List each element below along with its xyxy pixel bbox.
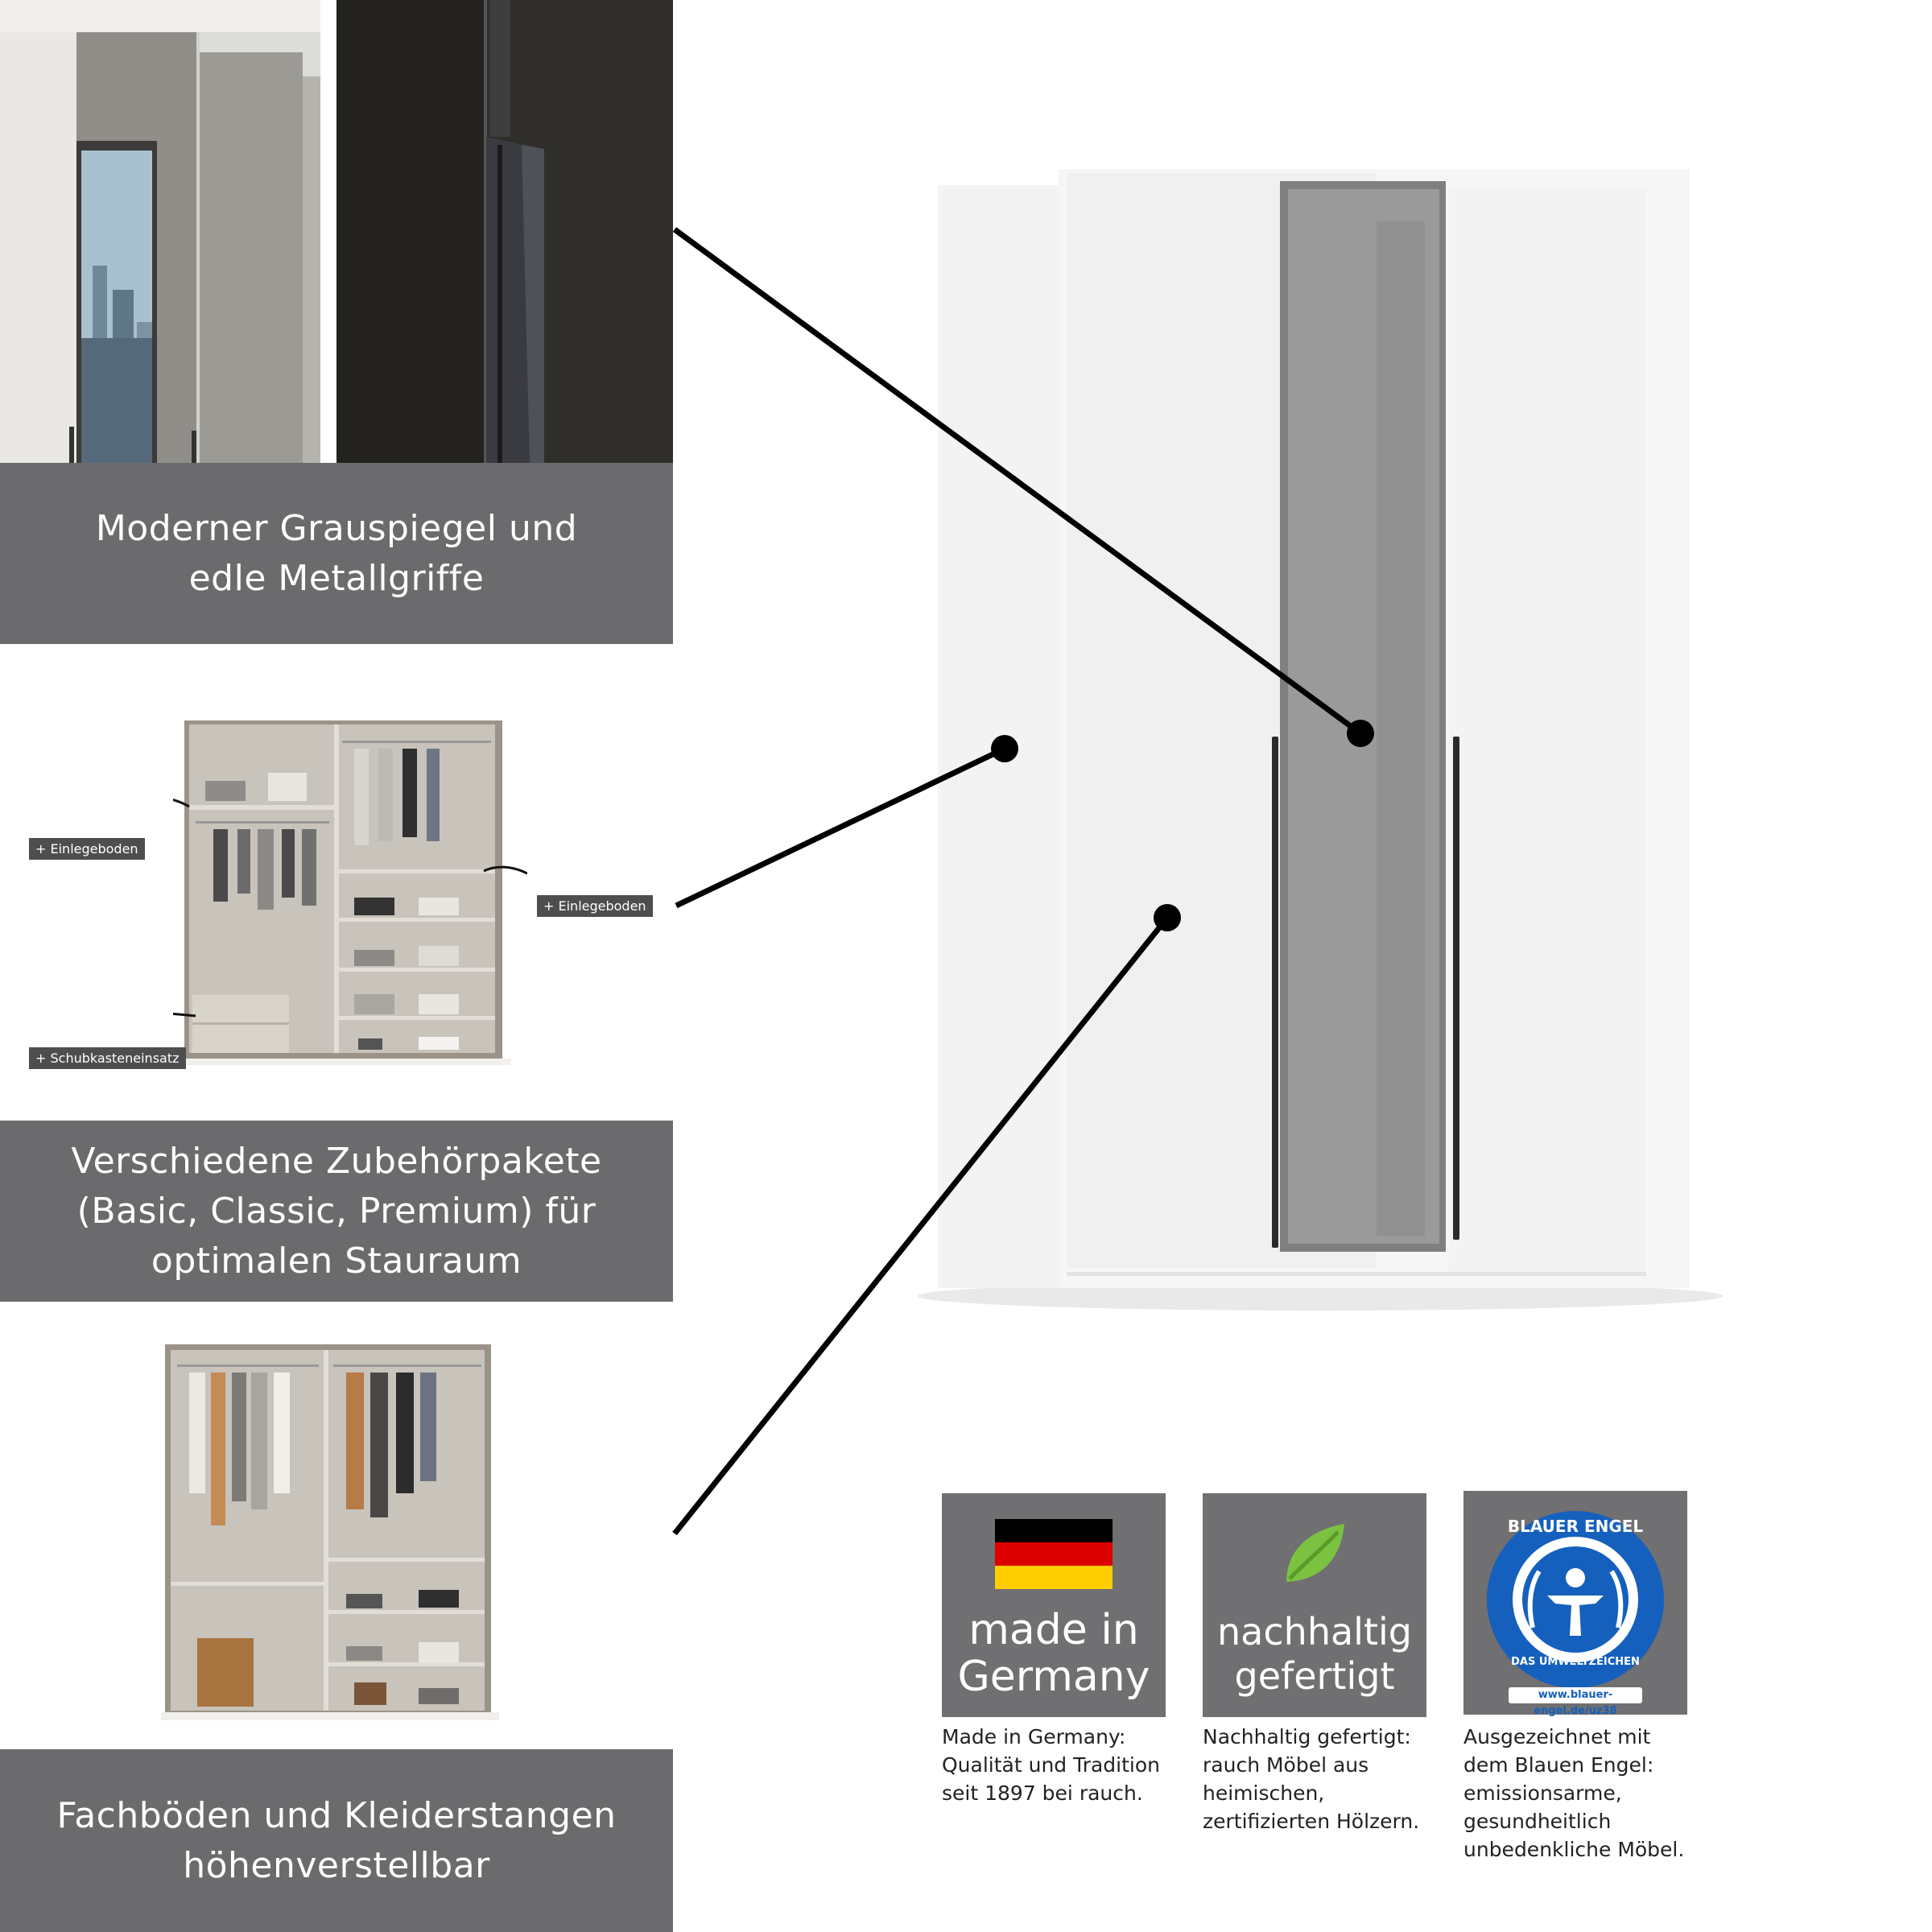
desc-blue-angel-line: Ausgezeichnet mit [1463,1725,1651,1748]
desc-blue-angel: Ausgezeichnet mit dem Blauen Engel: emis… [1463,1723,1684,1864]
handle-photo [336,0,673,463]
label-shelf-left: + Einlegeboden [29,838,145,860]
desc-sustainable-line: rauch Möbel aus [1203,1753,1369,1777]
desc-germany-line: Qualität und Tradition [942,1753,1161,1777]
interior-accessories-image [115,716,528,1079]
badge-sustainable-title1: nachhaltig [1217,1610,1412,1653]
desc-blue-angel-line: dem Blauen Engel: [1463,1753,1654,1777]
caption-shelves-line2: höhenverstellbar [183,1844,490,1886]
badge-blue-angel: BLAUER ENGEL DAS UMWELTZEICHEN www.blaue… [1463,1491,1687,1717]
desc-sustainable: Nachhaltig gefertigt: rauch Möbel aus he… [1203,1723,1419,1835]
desc-germany-line: seit 1897 bei rauch. [942,1781,1143,1805]
desc-germany: Made in Germany: Qualität und Tradition … [942,1723,1160,1807]
badge-germany-title2: Germany [957,1653,1150,1701]
badge-germany-title1: made in [968,1606,1139,1654]
caption-accessories: Verschiedene Zubehörpakete (Basic, Class… [0,1121,673,1302]
badge-sustainable-title2: gefertigt [1234,1654,1395,1698]
desc-sustainable-line: zertifizierten Hölzern. [1203,1810,1420,1833]
caption-shelves: Fachböden und Kleiderstangen höhenverste… [0,1749,673,1932]
desc-sustainable-line: heimischen, [1203,1781,1325,1805]
desc-blue-angel-line: unbedenkliche Möbel. [1463,1838,1685,1861]
caption-mirror-line1: Moderner Grauspiegel und [95,507,578,549]
interior-accessories-graphic [115,720,528,1065]
desc-blue-angel-line: gesundheitlich [1463,1810,1612,1833]
caption-mirror-line2: edle Metallgriffe [188,557,485,599]
caption-shelves-line1: Fachböden und Kleiderstangen [56,1794,617,1836]
label-shelf-right: + Einlegeboden [537,895,653,917]
room-photo-graphic [0,0,320,463]
wardrobe-graphic [918,169,1723,1311]
desc-sustainable-line: Nachhaltig gefertigt: [1203,1725,1411,1748]
caption-accessories-line1: Verschiedene Zubehörpakete [71,1140,602,1182]
room-photo [0,0,320,463]
germany-flag-icon [995,1519,1113,1589]
leaf-icon [1286,1524,1344,1582]
wardrobe-image [894,157,1747,1328]
blue-angel-ring-top: BLAUER ENGEL [1507,1517,1644,1536]
caption-accessories-line3: optimalen Stauraum [151,1240,522,1282]
handle-photo-graphic [336,0,673,463]
interior-shelves-image [161,1340,515,1727]
interior-shelves-graphic [161,1344,499,1720]
blue-angel-seal-icon [1487,1511,1664,1688]
desc-germany-line: Made in Germany: [942,1725,1126,1748]
blue-angel-ring-bottom: DAS UMWELTZEICHEN [1511,1656,1640,1668]
badge-made-in-germany: made in Germany [942,1493,1166,1717]
blue-angel-url: www.blauer-engel.de/uz38 [1509,1687,1642,1717]
label-drawer: + Schubkasteneinsatz [29,1047,186,1069]
desc-blue-angel-line: emissionsarme, [1463,1781,1622,1805]
caption-mirror: Moderner Grauspiegel und edle Metallgrif… [0,463,673,644]
caption-accessories-line2: (Basic, Classic, Premium) für [76,1190,597,1232]
badge-sustainable: nachhaltig gefertigt [1203,1493,1426,1717]
